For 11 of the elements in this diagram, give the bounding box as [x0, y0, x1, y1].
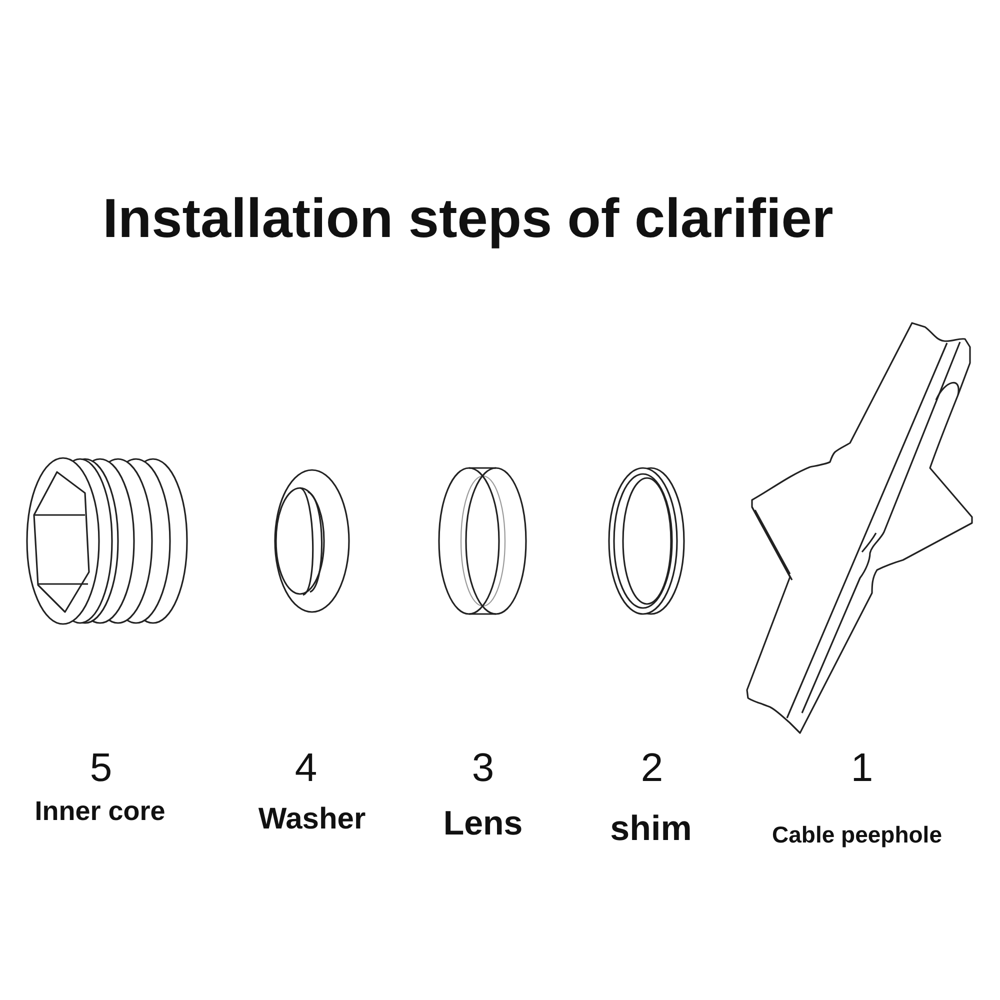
- title: Installation steps of clarifier: [102, 188, 834, 248]
- callout-number: 1: [850, 746, 874, 790]
- part-name: Washer: [258, 802, 366, 836]
- part-name: shim: [610, 810, 692, 848]
- part-name: Cable peephole: [772, 822, 942, 848]
- callout-number: 3: [472, 746, 494, 790]
- callout-number: 2: [640, 746, 664, 790]
- callout-number: 5: [90, 746, 112, 790]
- part-name: Lens: [443, 805, 523, 843]
- callout-number: 4: [294, 746, 318, 790]
- part-name: Inner core: [34, 797, 166, 827]
